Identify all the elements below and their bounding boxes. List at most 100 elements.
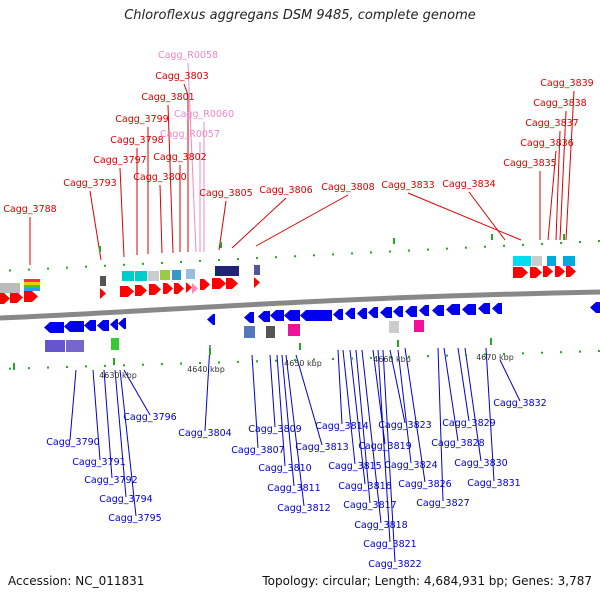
protein-domain-box[interactable]: [532, 256, 542, 266]
reverse-gene-arrow[interactable]: [478, 303, 490, 314]
forward-gene-arrow[interactable]: [24, 291, 38, 302]
protein-domain-stripe[interactable]: [24, 285, 40, 288]
gene-label[interactable]: Cagg_3790: [46, 437, 99, 448]
reverse-gene-arrow[interactable]: [368, 307, 378, 318]
protein-domain-box[interactable]: [244, 326, 255, 338]
gene-label[interactable]: Cagg_3807: [231, 445, 284, 456]
gene-label[interactable]: Cagg_3806: [259, 185, 312, 196]
reverse-gene-arrow[interactable]: [258, 311, 270, 322]
forward-gene-arrow[interactable]: [212, 278, 226, 289]
gene-label[interactable]: Cagg_3815: [328, 461, 381, 472]
reverse-gene-arrow[interactable]: [118, 318, 126, 329]
gene-label[interactable]: Cagg_3830: [454, 458, 507, 469]
gene-label[interactable]: Cagg_3827: [416, 498, 469, 509]
protein-domain-box[interactable]: [172, 270, 181, 280]
forward-gene-arrow[interactable]: [174, 283, 184, 294]
gene-label[interactable]: Cagg_3788: [3, 204, 56, 215]
reverse-gene-arrow[interactable]: [110, 319, 118, 330]
gene-label[interactable]: Cagg_3809: [248, 424, 301, 435]
gene-label[interactable]: Cagg_R0057: [160, 129, 220, 140]
protein-domain-stripe[interactable]: [24, 288, 40, 291]
protein-domain-box[interactable]: [215, 266, 239, 276]
protein-domain-stripe[interactable]: [24, 279, 40, 282]
forward-gene-arrow[interactable]: [513, 267, 528, 278]
gene-label[interactable]: Cagg_3821: [363, 539, 416, 550]
protein-domain-box[interactable]: [66, 340, 84, 352]
gene-label[interactable]: Cagg_3804: [178, 428, 231, 439]
reverse-gene-arrow[interactable]: [207, 314, 215, 325]
reverse-gene-arrow[interactable]: [446, 304, 460, 315]
protein-domain-box[interactable]: [513, 256, 531, 266]
protein-domain-box[interactable]: [148, 271, 159, 281]
gene-label[interactable]: Cagg_3832: [493, 398, 546, 409]
reverse-gene-arrow[interactable]: [432, 305, 444, 316]
reverse-gene-arrow[interactable]: [419, 305, 429, 316]
gene-label[interactable]: Cagg_3829: [442, 418, 495, 429]
gene-label[interactable]: Cagg_3798: [110, 135, 163, 146]
protein-domain-box[interactable]: [563, 256, 575, 266]
protein-domain-stripe[interactable]: [24, 282, 40, 285]
forward-gene-arrow[interactable]: [530, 267, 542, 278]
gene-label[interactable]: Cagg_3831: [467, 478, 520, 489]
gene-label[interactable]: Cagg_3833: [381, 180, 434, 191]
forward-gene-arrow[interactable]: [149, 284, 161, 295]
gene-label[interactable]: Cagg_3810: [258, 463, 311, 474]
gene-label[interactable]: Cagg_3803: [155, 71, 208, 82]
gene-label[interactable]: Cagg_3799: [115, 114, 168, 125]
reverse-gene-arrow[interactable]: [97, 320, 109, 331]
gene-label[interactable]: Cagg_3838: [533, 98, 586, 109]
protein-domain-box[interactable]: [547, 256, 556, 266]
reverse-gene-arrow[interactable]: [380, 307, 392, 318]
forward-gene-arrow[interactable]: [100, 288, 106, 299]
protein-domain-box[interactable]: [0, 283, 20, 293]
gene-label[interactable]: Cagg_3814: [315, 421, 368, 432]
protein-domain-box[interactable]: [160, 270, 170, 280]
gene-label[interactable]: Cagg_3822: [368, 559, 421, 570]
gene-label[interactable]: Cagg_3812: [277, 503, 330, 514]
forward-gene-arrow[interactable]: [186, 282, 192, 293]
gene-label[interactable]: Cagg_3818: [354, 520, 407, 531]
gene-label[interactable]: Cagg_R0060: [174, 109, 234, 120]
gene-label[interactable]: Cagg_3802: [153, 152, 206, 163]
gene-label[interactable]: Cagg_3835: [503, 158, 556, 169]
protein-domain-box[interactable]: [45, 340, 65, 352]
gene-label[interactable]: Cagg_3794: [99, 494, 152, 505]
reverse-gene-arrow[interactable]: [405, 306, 417, 317]
forward-gene-arrow[interactable]: [163, 283, 173, 294]
gene-label[interactable]: Cagg_3801: [141, 92, 194, 103]
gene-label[interactable]: Cagg_3805: [199, 188, 252, 199]
gene-label[interactable]: Cagg_3826: [398, 479, 451, 490]
protein-domain-box[interactable]: [111, 338, 119, 350]
forward-gene-arrow[interactable]: [120, 286, 134, 297]
gene-label[interactable]: Cagg_3795: [108, 513, 161, 524]
protein-domain-box[interactable]: [254, 265, 260, 275]
forward-gene-arrow[interactable]: [566, 266, 576, 277]
protein-domain-box[interactable]: [414, 320, 424, 332]
gene-label[interactable]: Cagg_3823: [378, 420, 431, 431]
protein-domain-box[interactable]: [186, 269, 195, 279]
gene-label[interactable]: Cagg_3824: [384, 460, 437, 471]
forward-gene-arrow[interactable]: [254, 277, 260, 288]
gene-label[interactable]: Cagg_3839: [540, 78, 593, 89]
protein-domain-box[interactable]: [100, 276, 106, 286]
forward-gene-arrow[interactable]: [200, 279, 210, 290]
forward-gene-arrow[interactable]: [10, 292, 23, 303]
reverse-gene-arrow[interactable]: [357, 308, 367, 319]
gene-label[interactable]: Cagg_3836: [520, 138, 573, 149]
protein-domain-box[interactable]: [266, 326, 275, 338]
forward-gene-arrow[interactable]: [0, 293, 10, 304]
reverse-gene-arrow[interactable]: [345, 308, 355, 319]
reverse-gene-arrow[interactable]: [270, 310, 284, 321]
reverse-gene-arrow[interactable]: [492, 303, 502, 314]
gene-label[interactable]: Cagg_R0058: [158, 50, 218, 61]
gene-label[interactable]: Cagg_3834: [442, 179, 495, 190]
reverse-gene-arrow[interactable]: [44, 322, 64, 333]
gene-label[interactable]: Cagg_3816: [338, 481, 391, 492]
forward-gene-arrow[interactable]: [226, 278, 238, 289]
protein-domain-box[interactable]: [135, 271, 147, 281]
protein-domain-box[interactable]: [288, 324, 300, 336]
reverse-gene-arrow[interactable]: [64, 321, 84, 332]
forward-gene-arrow[interactable]: [543, 266, 553, 277]
gene-label[interactable]: Cagg_3797: [93, 155, 146, 166]
reverse-gene-arrow[interactable]: [300, 310, 332, 321]
